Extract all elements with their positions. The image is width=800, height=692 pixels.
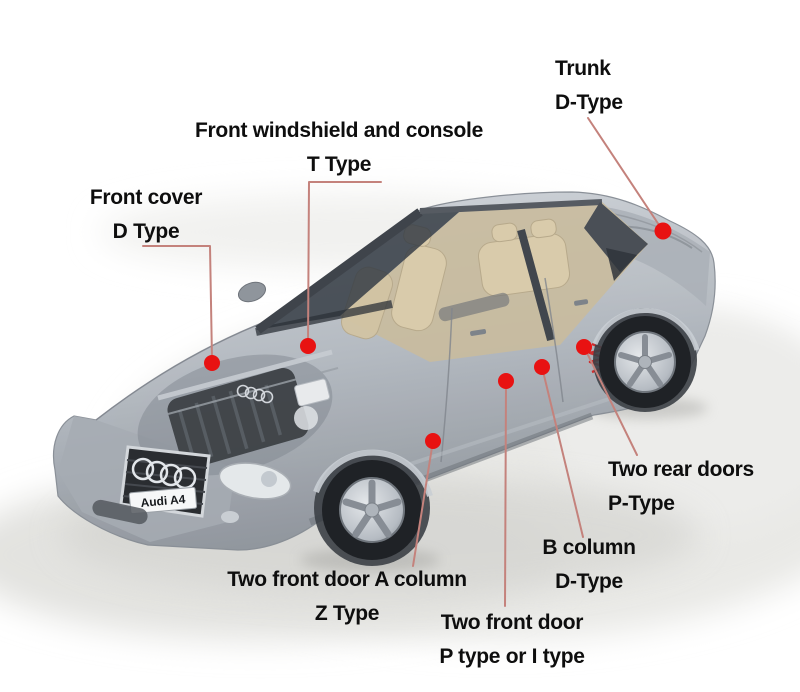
- callout-rear-doors: Two rear doors P-Type: [608, 453, 754, 521]
- marker-dots: [204, 222, 672, 449]
- audi-rings-icon: [236, 384, 274, 404]
- cowl: [255, 300, 393, 336]
- leader-front-cover: [142, 245, 213, 361]
- door-handle: [574, 299, 589, 306]
- callout-b-column: B column D-Type: [542, 531, 636, 599]
- cabin-interior: [340, 200, 648, 362]
- engine-intake-ribs: [177, 384, 283, 461]
- dot-front-cover: [204, 355, 220, 371]
- engine-bay: [137, 349, 339, 476]
- side-mirror: [237, 281, 267, 303]
- callout-type: D-Type: [555, 91, 623, 114]
- license-plate-text: Audi A4: [140, 492, 186, 510]
- dot-windshield: [300, 338, 316, 354]
- leader-front-door: [504, 381, 507, 607]
- dot-a-column: [425, 433, 441, 449]
- callout-type: P-Type: [608, 492, 675, 515]
- callout-type: T Type: [306, 153, 372, 176]
- callout-windshield: Front windshield and console T Type: [195, 114, 483, 182]
- front-door-shut-line: [440, 307, 453, 463]
- battery: [294, 378, 331, 407]
- license-plate: Audi A4: [128, 486, 198, 515]
- callout-title: Two front door A column: [227, 568, 467, 591]
- fender-lip: [313, 449, 433, 497]
- fender-lip: [592, 308, 700, 351]
- rear-door-shut-line: [544, 277, 564, 403]
- leader-trunk: [587, 117, 664, 232]
- callout-type: D-Type: [555, 570, 623, 593]
- callout-title: Trunk: [555, 57, 611, 80]
- leader-b-column: [541, 366, 584, 538]
- callout-type: P type or I type: [439, 645, 585, 668]
- callout-trunk: Trunk D-Type: [555, 52, 623, 120]
- a-pillar: [255, 208, 423, 334]
- hood-line: [95, 322, 263, 421]
- dot-b-column: [534, 359, 550, 375]
- callout-title: Front cover: [89, 186, 203, 209]
- leader-lines: [142, 117, 664, 607]
- leader-windshield: [307, 181, 382, 345]
- callout-title: Two rear doors: [608, 458, 754, 481]
- fog-light: [221, 511, 239, 523]
- dot-rear-doors: [576, 339, 592, 355]
- front-wheel: [313, 449, 433, 566]
- b-pillar: [517, 228, 555, 342]
- leader-a-column: [412, 440, 434, 567]
- callout-title: B column: [542, 536, 636, 559]
- callout-type: D Type: [112, 220, 180, 243]
- door-handle: [470, 329, 487, 336]
- dot-front-door: [498, 373, 514, 389]
- callout-front-cover: Front cover D Type: [89, 181, 203, 249]
- front-grille-group: Audi A4: [92, 445, 292, 525]
- roof-rail: [419, 199, 603, 214]
- audi-rings-icon: [131, 457, 197, 490]
- dot-trunk: [654, 222, 672, 240]
- callout-title: Front windshield and console: [195, 119, 483, 142]
- rear-wheel: [592, 308, 700, 412]
- coolant-tank: [294, 406, 318, 430]
- quarter-window: [606, 248, 637, 281]
- leader-rear-doors: [587, 354, 638, 456]
- bumper-intake: [92, 499, 148, 525]
- center-console: [438, 292, 510, 322]
- strut-bar: [157, 349, 333, 401]
- callout-a-column: Two front door A column Z Type: [227, 563, 467, 631]
- front-seat: [391, 244, 447, 332]
- callout-type: Z Type: [314, 602, 380, 625]
